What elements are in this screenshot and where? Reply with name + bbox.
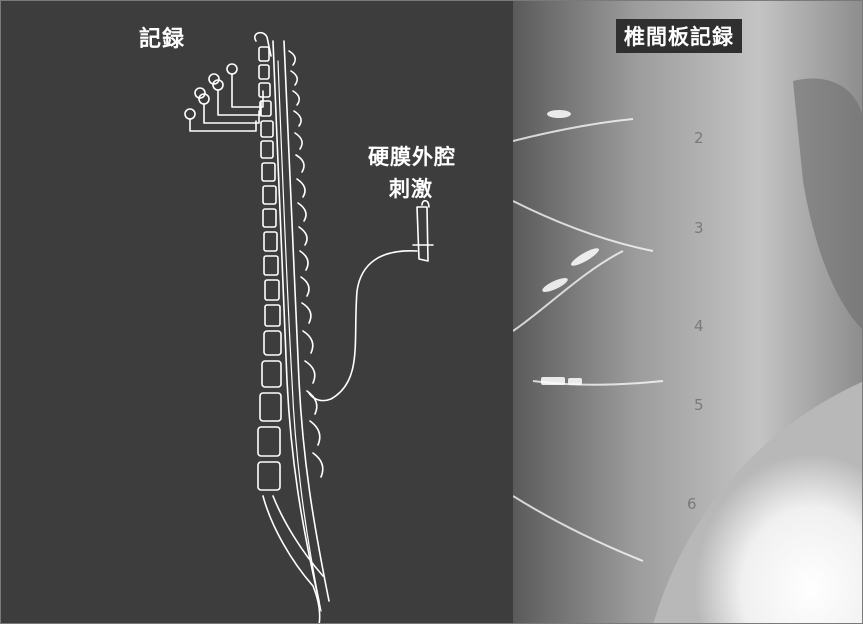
recording-electrodes xyxy=(185,64,237,119)
disc-level-label: 5 xyxy=(694,396,704,414)
disc-level-label: 2 xyxy=(694,129,704,147)
epidural-stimulation-electrode xyxy=(309,201,433,401)
xray-image xyxy=(513,1,863,624)
spinal-canal-posterior xyxy=(284,41,329,601)
spine-diagram-panel: 記録 硬膜外腔 刺激 xyxy=(1,1,513,624)
sacrum-inner xyxy=(273,496,323,576)
stimulation-label-line2: 刺激 xyxy=(389,173,433,203)
xray-panel xyxy=(513,1,863,624)
stimulation-label-line1: 硬膜外腔 xyxy=(368,141,456,171)
disc-level-label: 3 xyxy=(694,219,704,237)
disc-level-label: 4 xyxy=(694,317,704,335)
recording-label: 記録 xyxy=(139,21,185,53)
disc-recording-title: 椎間板記録 xyxy=(616,19,742,53)
disc-level-label: 6 xyxy=(687,495,697,513)
spine-illustration xyxy=(1,1,513,624)
